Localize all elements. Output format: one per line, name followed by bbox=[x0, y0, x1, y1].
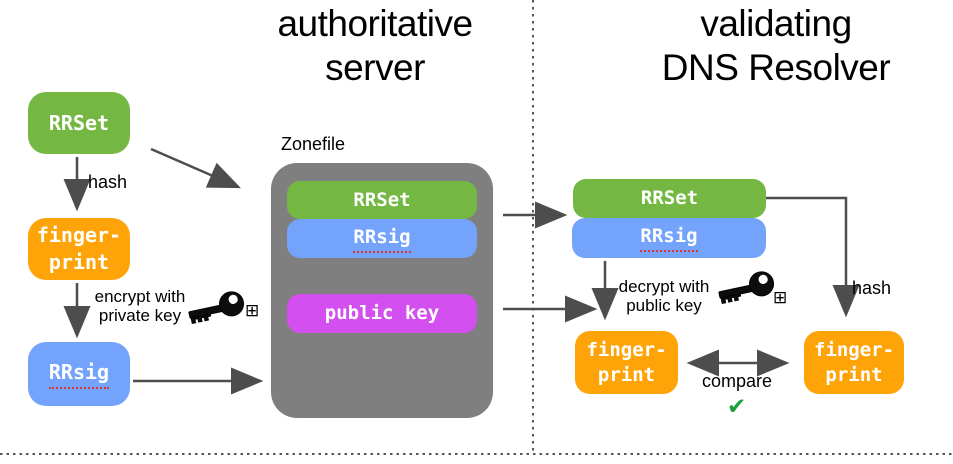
title-line: validating bbox=[700, 3, 852, 44]
node-label: RRsig bbox=[640, 224, 698, 252]
label-decrypt-with-public-key: decrypt with public key bbox=[618, 277, 710, 315]
boxed-plus-icon: ⊞ bbox=[773, 288, 788, 307]
node-fingerprint-source: finger- print bbox=[28, 218, 130, 280]
node-label: RRsig bbox=[353, 225, 411, 253]
title-validating-dns-resolver: validating DNS Resolver bbox=[600, 2, 952, 90]
public-key-icon bbox=[718, 271, 775, 305]
node-label: RRSet bbox=[48, 110, 110, 135]
node-fingerprint-hashed: finger- print bbox=[804, 331, 904, 394]
node-fingerprint-decrypted: finger- print bbox=[575, 331, 678, 394]
node-label: RRSet bbox=[353, 188, 411, 211]
node-label: print bbox=[48, 250, 110, 274]
node-label: finger- bbox=[36, 223, 122, 247]
arrow-rrset-to-zonefile bbox=[151, 149, 241, 189]
label-hash-left: hash bbox=[88, 172, 128, 192]
checkmark-icon: ✔ bbox=[727, 393, 747, 419]
label-hash-right: hash bbox=[852, 278, 892, 298]
node-rrsig-received: RRsig bbox=[572, 218, 766, 258]
node-label: public key bbox=[324, 302, 440, 324]
title-line: server bbox=[325, 47, 425, 88]
node-label: print bbox=[597, 363, 656, 386]
node-label: RRsig bbox=[48, 359, 110, 389]
node-rrsig-source: RRsig bbox=[28, 342, 130, 406]
zonefile-public-key: public key bbox=[287, 294, 477, 333]
title-line: authoritative bbox=[277, 3, 473, 44]
label-encrypt-with-private-key: encrypt with private key bbox=[94, 287, 186, 325]
title-line: DNS Resolver bbox=[661, 47, 891, 88]
node-label: RRSet bbox=[640, 187, 699, 209]
node-label: finger- bbox=[586, 338, 667, 361]
vertical-dotted-divider bbox=[532, 0, 534, 454]
node-rrset-source: RRSet bbox=[28, 92, 130, 154]
node-label: finger- bbox=[813, 338, 895, 361]
horizontal-dotted-divider bbox=[0, 453, 953, 455]
node-label: print bbox=[825, 363, 883, 386]
boxed-plus-icon: ⊞ bbox=[245, 301, 260, 320]
node-rrset-received: RRSet bbox=[573, 179, 766, 218]
zonefile-label: Zonefile bbox=[281, 134, 346, 154]
label-compare: compare bbox=[701, 371, 773, 391]
private-key-icon bbox=[188, 291, 245, 325]
zonefile-rrset: RRSet bbox=[287, 181, 477, 219]
title-authoritative-server: authoritative server bbox=[215, 2, 535, 90]
zonefile-rrsig: RRsig bbox=[287, 219, 477, 258]
